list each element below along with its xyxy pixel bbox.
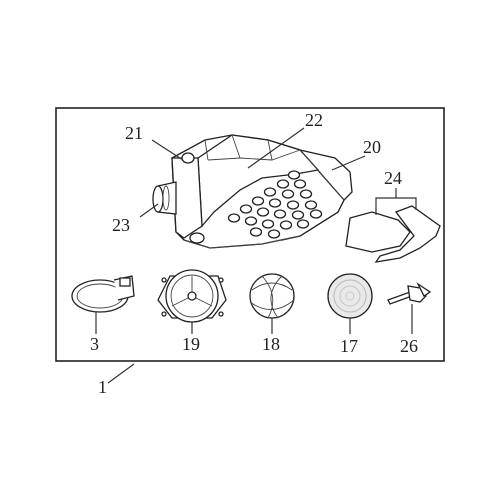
- label-26: 26: [400, 336, 418, 356]
- label-21: 21: [125, 123, 143, 143]
- label-23: 23: [112, 215, 130, 235]
- clamp-part: [71, 275, 135, 313]
- label-18: 18: [262, 334, 280, 354]
- frame-part: [157, 269, 227, 323]
- label-1: 1: [98, 377, 107, 397]
- leader-lines: [95, 127, 417, 384]
- gasket-part: [345, 205, 441, 263]
- air-box-housing: [152, 134, 353, 249]
- label-24: 24: [384, 168, 402, 188]
- label-3: 3: [90, 334, 99, 354]
- wing-bolt-part: [387, 282, 432, 305]
- assembly-border: [55, 107, 445, 362]
- label-17: 17: [340, 336, 358, 356]
- label-19: 19: [182, 334, 200, 354]
- cage-part: [249, 273, 295, 319]
- label-20: 20: [363, 137, 381, 157]
- filter-disc-part: [327, 273, 373, 319]
- label-22: 22: [305, 110, 323, 130]
